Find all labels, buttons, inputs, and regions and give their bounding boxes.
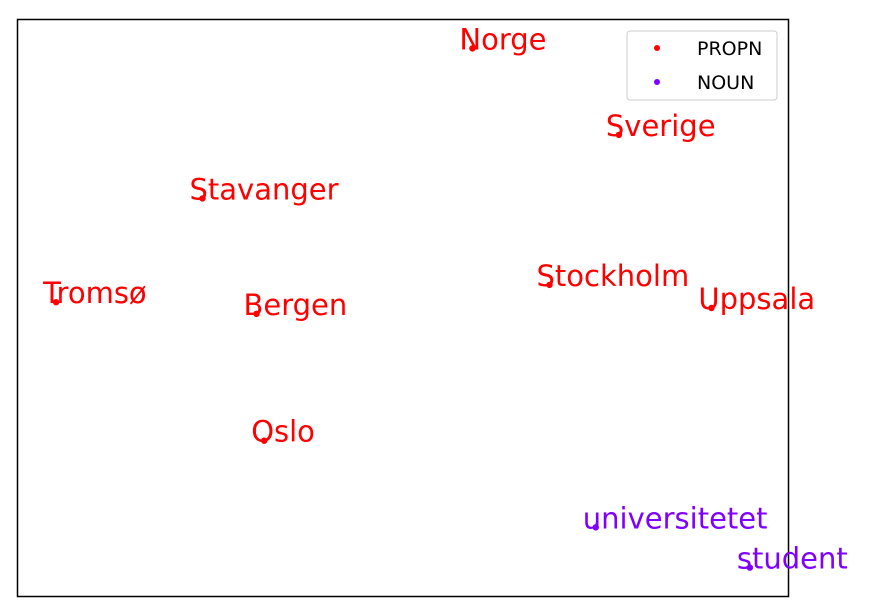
scatter-point bbox=[199, 195, 206, 202]
scatter-point bbox=[261, 437, 268, 444]
scatter-point bbox=[708, 304, 715, 312]
legend-box bbox=[626, 30, 778, 101]
legend-marker bbox=[654, 45, 660, 51]
point-label: Norge bbox=[459, 22, 546, 56]
point-label: Stockholm bbox=[537, 259, 690, 293]
scatter-point bbox=[615, 131, 623, 139]
point-label: Tromsø bbox=[42, 276, 147, 310]
scatter-point bbox=[52, 299, 60, 306]
legend-label: NOUN bbox=[697, 72, 754, 94]
legend-marker bbox=[654, 79, 660, 85]
legend-entries: PROPN NOUN bbox=[654, 38, 762, 94]
scatter-point bbox=[746, 564, 754, 571]
point-label: Bergen bbox=[244, 288, 348, 322]
scatter-point bbox=[469, 45, 476, 52]
legend-label: PROPN bbox=[697, 38, 762, 60]
scatter-point bbox=[592, 524, 599, 531]
point-label: Sverige bbox=[606, 109, 716, 143]
point-label: Stavanger bbox=[190, 172, 339, 206]
legend: PROPN NOUN bbox=[626, 30, 778, 101]
series-noun: universitetet student bbox=[583, 501, 848, 575]
plot-frame bbox=[16, 18, 790, 598]
point-label: Oslo bbox=[251, 415, 315, 449]
scatter-point bbox=[253, 310, 260, 317]
scatter-point bbox=[546, 281, 553, 289]
point-label: student bbox=[737, 542, 848, 576]
point-label: universitetet bbox=[583, 501, 768, 535]
point-label: Uppsala bbox=[698, 282, 815, 316]
